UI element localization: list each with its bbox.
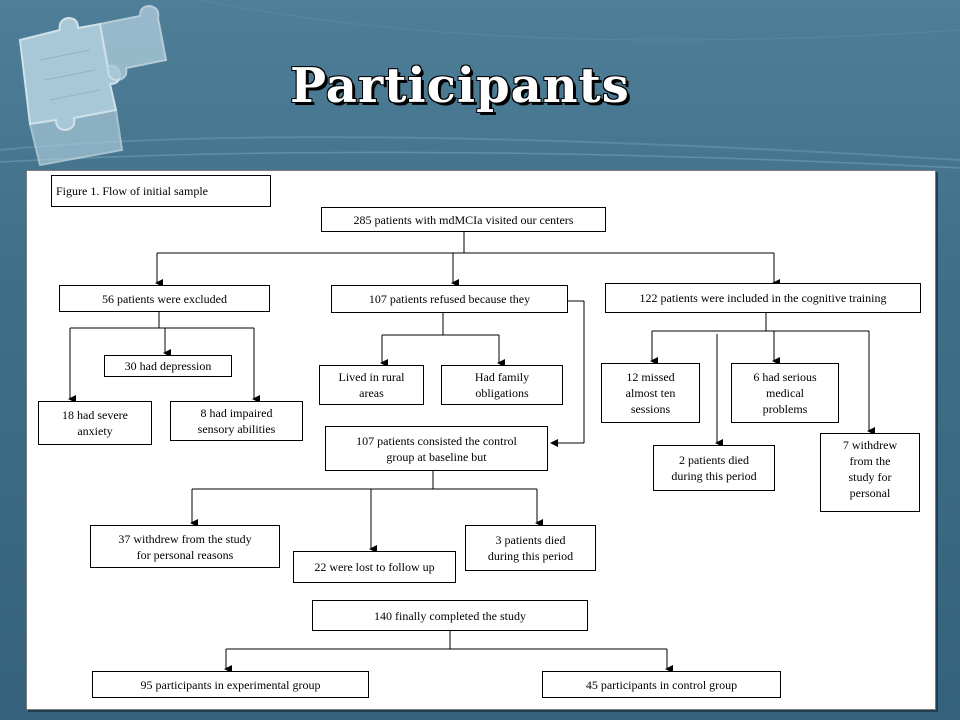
box-visited-centers: 285 patients with mdMCIa visited our cen… <box>321 207 606 232</box>
box-sensory: 8 had impaired sensory abilities <box>170 401 303 441</box>
box-control-baseline: 107 patients consisted the control group… <box>325 426 548 471</box>
figure-caption: Figure 1. Flow of initial sample <box>51 175 271 207</box>
box-completed: 140 finally completed the study <box>312 600 588 631</box>
box-family: Had family obligations <box>441 365 563 405</box>
box-anxiety: 18 had severe anxiety <box>38 401 152 445</box>
box-medical-problems: 6 had serious medical problems <box>731 363 839 423</box>
box-refused: 107 patients refused because they <box>331 285 568 313</box>
box-missed-sessions: 12 missed almost ten sessions <box>601 363 700 423</box>
box-withdrew-control: 37 withdrew from the study for personal … <box>90 525 280 568</box>
box-excluded: 56 patients were excluded <box>59 285 270 312</box>
box-lost-follow-up: 22 were lost to follow up <box>293 551 456 583</box>
flowchart-figure: Figure 1. Flow of initial sample 285 pat… <box>26 170 936 710</box>
box-experimental-group: 95 participants in experimental group <box>92 671 369 698</box>
box-rural: Lived in rural areas <box>319 365 424 405</box>
box-died-training: 2 patients died during this period <box>653 445 775 491</box>
box-died-control: 3 patients died during this period <box>465 525 596 571</box>
puzzle-pieces-icon <box>18 4 168 167</box>
slide-title: Participants <box>290 58 630 114</box>
box-included: 122 patients were included in the cognit… <box>605 283 921 313</box>
box-depression: 30 had depression <box>104 355 232 377</box>
box-control-group: 45 participants in control group <box>542 671 781 698</box>
box-withdrew-training: 7 withdrew from the study for personal <box>820 433 920 512</box>
flowchart-connectors <box>68 232 875 673</box>
